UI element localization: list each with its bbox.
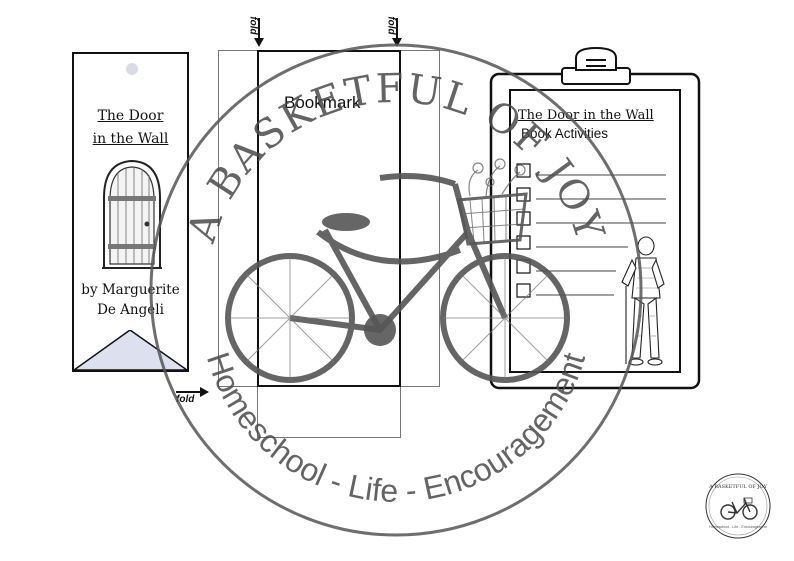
clipboard-title: The Door in the Wall [518,108,654,123]
bookmark-tail-triangle [74,330,187,370]
book-title-line1: The Door [97,108,164,124]
brand-logo: A BASKETFUL OF JOY Homeschool - Life - E… [705,473,771,539]
bookmark-flap-outline [257,386,401,438]
author-line1: by Marguerite [81,282,180,298]
door-icon [102,159,162,269]
arrow-down-icon [392,18,402,47]
arrow-right-icon [176,387,209,397]
author-line2: De Angeli [97,302,164,318]
clipboard-illustration [489,46,701,390]
punch-hole [126,63,138,75]
svg-text:A BASKETFUL OF JOY: A BASKETFUL OF JOY [708,484,767,490]
book-title-line2: in the Wall [92,131,169,147]
bookmark-label: Bookmark [284,93,361,112]
bookmark-preview: The Door in the Wall by Marguerite De An… [72,52,189,372]
clipboard-subtitle: Book Activities [521,126,609,141]
arrow-down-icon [254,18,264,47]
svg-text:Homeschool - Life - Encouragem: Homeschool - Life - Encouragement [709,525,767,529]
